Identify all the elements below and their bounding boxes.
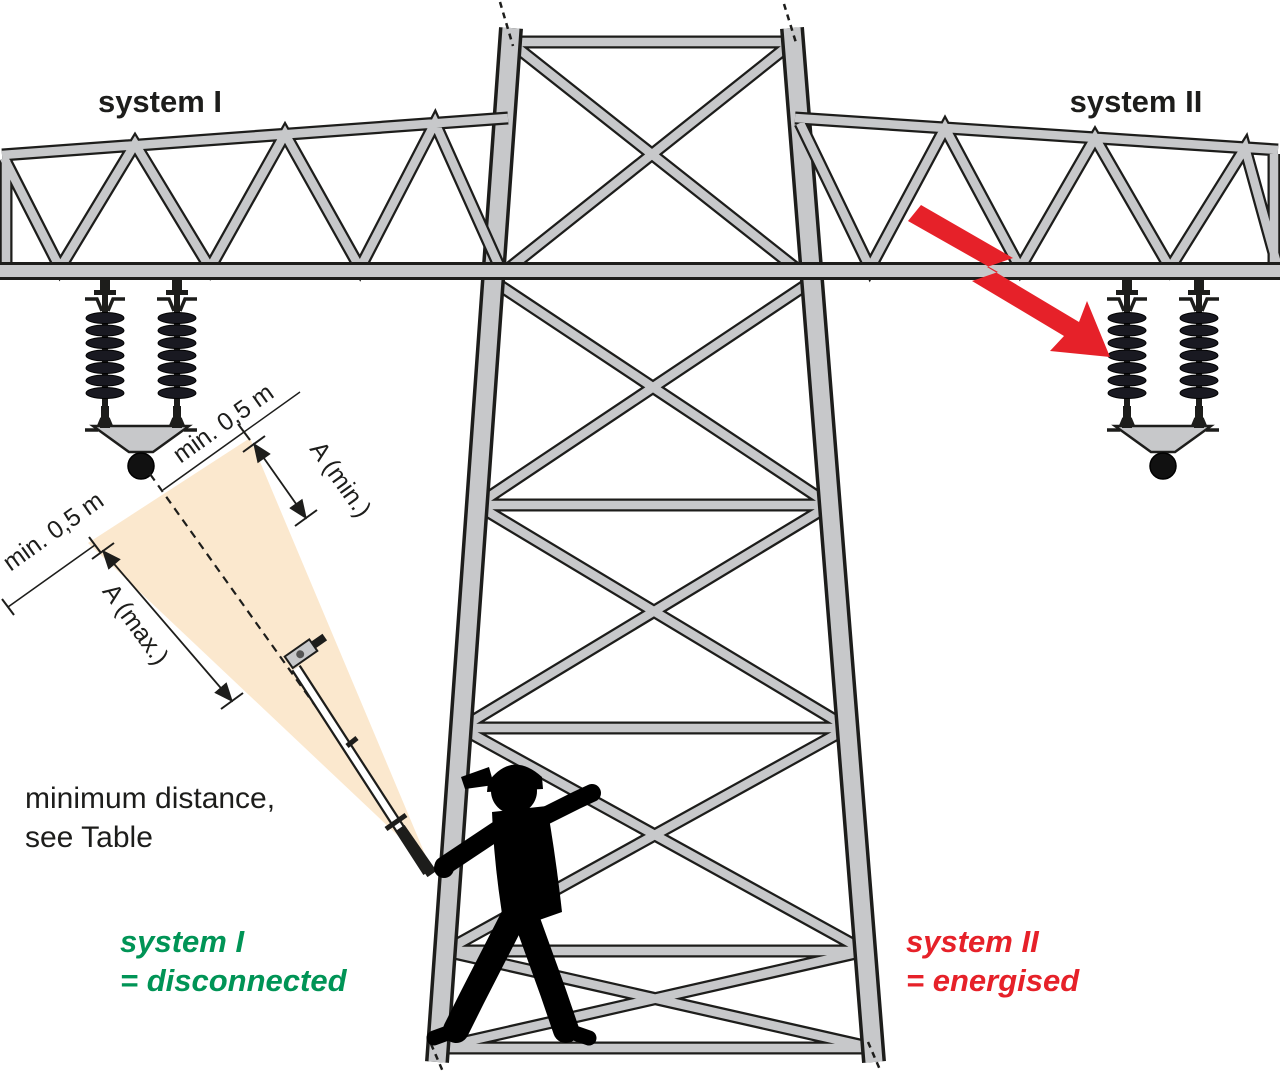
insulator-string [155,276,199,432]
conductor-ball [127,452,155,480]
note-line-1: minimum distance, [25,782,275,815]
yoke-plate [1111,424,1215,454]
earthing-rod [283,633,437,878]
rod-grip [395,824,437,878]
dimension-a-min-label: A (min.) [304,436,377,522]
system-2-title: system II [1070,84,1203,119]
lightning-arrow-icon [908,205,1110,357]
note-line-2: see Table [25,821,153,854]
insulator-string [1105,276,1149,432]
dimension-a-max-line [101,549,234,703]
worker-leg-right [514,907,579,1043]
system-1-status-line-1: system I [120,924,245,959]
yoke-plate [89,424,193,454]
insulator-assembly-right [1105,276,1221,480]
worker-arm-right [532,784,601,827]
system-1-title: system I [98,84,222,119]
tower-break-marks [429,1,883,1075]
insulator-string [1177,276,1221,432]
danger-zone-cone [88,438,430,866]
system-2-status-line-1: system II [906,924,1040,959]
insulator-string [83,276,127,432]
worker-arm-left [434,816,514,876]
system-1-status-line-2: = disconnected [120,963,348,998]
worker-figure [426,764,601,1046]
worker-leg-left [443,905,526,1043]
worker-cap [487,764,543,792]
dimension-a-min-line [253,442,307,520]
earthing-clamp [283,633,328,670]
margin-label-lower: min. 0,5 m [0,486,109,577]
conductor-ball [1149,452,1177,480]
system-2-status-line-2: = energised [906,963,1080,998]
insulator-assembly-left [83,276,199,480]
worker-torso [492,806,562,932]
